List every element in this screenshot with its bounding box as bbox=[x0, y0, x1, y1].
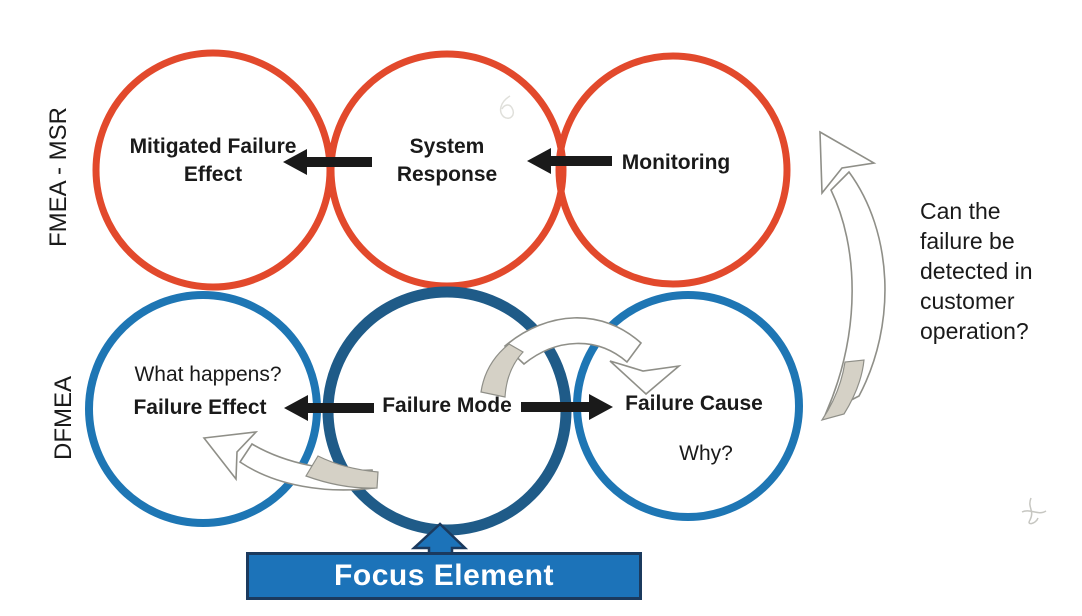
row-label-dfmea: DFMEA bbox=[50, 376, 77, 460]
annotation-why: Why? bbox=[679, 442, 733, 465]
focus-element-label: Focus Element bbox=[334, 559, 554, 592]
circle-system-response bbox=[327, 50, 567, 290]
curved-arrow-mode-to-cause bbox=[503, 317, 643, 366]
circle-label-system-response: System Response bbox=[396, 135, 498, 186]
circle-label-monitoring: Monitoring bbox=[621, 151, 731, 174]
circle-label-failure-mode: Failure Mode bbox=[382, 394, 512, 417]
focus-element-banner: Focus Element bbox=[246, 552, 642, 600]
pencil-mark-bottom-right bbox=[1021, 497, 1047, 525]
curved-arrow-mode-to-effect-head-icon bbox=[202, 430, 259, 482]
arrow-failure-mode-to-failure-effect-icon bbox=[284, 395, 374, 421]
annotation-what-happens: What happens? bbox=[134, 363, 282, 386]
arrow-failure-mode-to-failure-cause-icon bbox=[521, 394, 613, 420]
row-label-fmea-msr: FMEA - MSR bbox=[45, 106, 72, 248]
curved-arrow-mode-to-cause-head-icon bbox=[609, 360, 682, 396]
curved-arrow-cause-to-monitoring-head-icon bbox=[819, 130, 877, 196]
curved-arrow-mode-to-effect-tail bbox=[305, 455, 379, 489]
curved-arrow-mode-to-cause-tail bbox=[480, 343, 524, 398]
side-note: Can the failure be detected in customer … bbox=[920, 198, 1033, 344]
curved-arrow-cause-to-monitoring-tail bbox=[820, 359, 865, 422]
arrow-system-response-to-mitigated-icon bbox=[283, 149, 372, 175]
circle-label-failure-cause: Failure Cause bbox=[625, 392, 763, 415]
arrow-monitoring-to-system-response-icon bbox=[527, 148, 612, 174]
pencil-mark-top bbox=[499, 95, 515, 120]
circle-label-failure-effect: Failure Effect bbox=[133, 396, 267, 419]
circle-monitoring bbox=[555, 52, 791, 288]
circle-label-mitigated-failure-effect: Mitigated Failure Effect bbox=[129, 135, 297, 186]
